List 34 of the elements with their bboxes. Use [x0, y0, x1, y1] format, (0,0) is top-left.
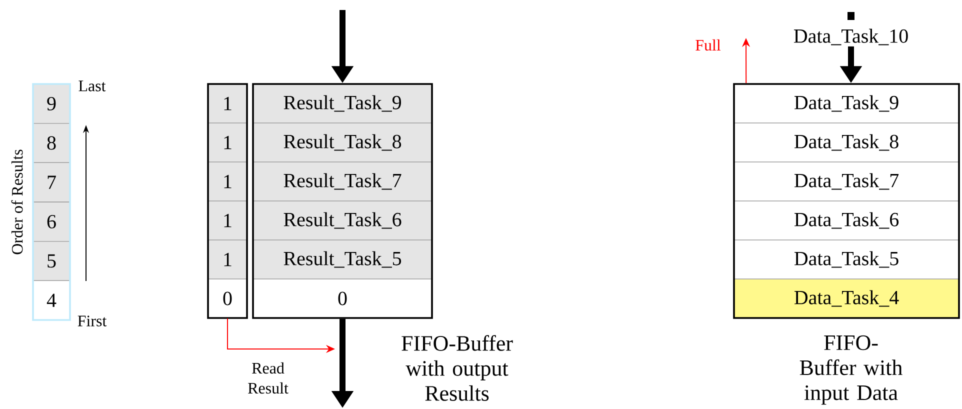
table-cell: 1 [208, 122, 248, 162]
end-label: Last [78, 80, 106, 92]
table-cell: 1 [208, 200, 248, 240]
text-label: Data_Task_10 [794, 28, 908, 46]
table-cell: Result_Task_8 [252, 122, 432, 162]
table-cell: Data_Task_4 [734, 278, 960, 318]
table-cell: 5 [32, 240, 70, 282]
table-cell: Data_Task_7 [734, 162, 960, 202]
table-cell: 4 [32, 280, 70, 320]
table-cell: Result_Task_5 [252, 240, 432, 280]
table-cell: 1 [208, 84, 248, 124]
node-label: FIFO-Buffer with input Data [800, 335, 902, 405]
table-cell: Data_Task_8 [734, 122, 960, 162]
order-column [32, 83, 71, 321]
end-label: First [78, 316, 107, 326]
table-cell: 1 [208, 162, 248, 202]
table-cell: Data_Task_5 [734, 240, 960, 280]
table-cell: Data_Task_6 [734, 200, 960, 240]
table-cell: Data_Task_9 [734, 84, 960, 124]
edge-label: Full [696, 39, 721, 51]
table-cell: Result_Task_6 [252, 200, 432, 240]
table-cell: 0 [208, 278, 248, 318]
table-cell: Result_Task_9 [252, 84, 432, 124]
table-cell: 1 [208, 240, 248, 280]
axis-title: Order of Results [11, 150, 23, 254]
node-label: FIFO-Buffer with output Results [402, 335, 513, 401]
table-cell: 9 [32, 84, 70, 124]
table-cell: 0 [252, 278, 432, 318]
table-cell: 7 [32, 162, 70, 202]
table-cell: Result_Task_7 [252, 162, 432, 202]
table-cell: 6 [32, 202, 70, 242]
table-cell: 8 [32, 122, 70, 164]
edge-label: Read Result [248, 362, 288, 394]
flag-column [207, 83, 248, 319]
